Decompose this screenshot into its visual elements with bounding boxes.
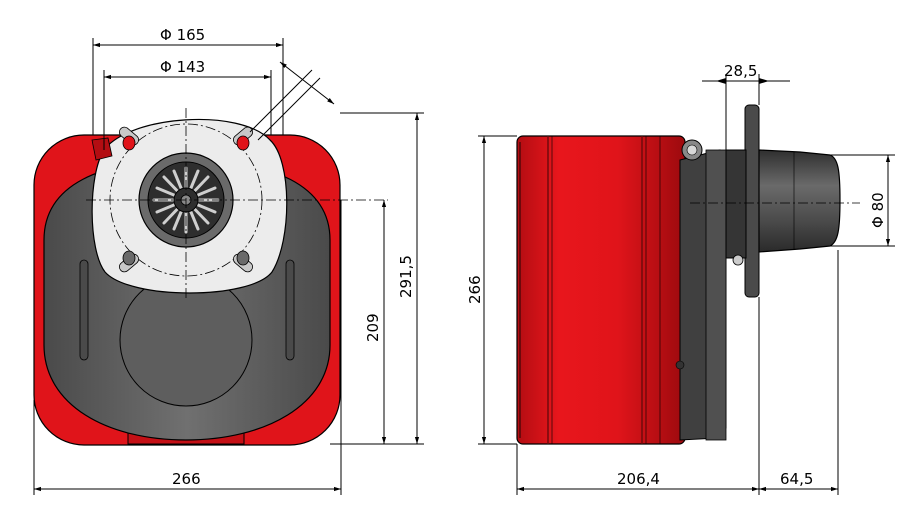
dim-front-width: 266 bbox=[172, 470, 201, 488]
dim-front-height-total: 291,5 bbox=[397, 255, 415, 298]
dim-front-dia-inner: Φ 143 bbox=[160, 58, 205, 76]
dim-side-tube-dia: Φ 80 bbox=[869, 192, 887, 228]
front-view bbox=[33, 108, 388, 446]
side-blast-tube bbox=[758, 149, 841, 253]
dim-side-height: 266 bbox=[466, 275, 484, 304]
front-slot-left bbox=[79, 259, 89, 361]
front-bolt-slots bbox=[119, 126, 253, 273]
front-slot-right bbox=[285, 259, 295, 361]
dim-side-length-tube: 64,5 bbox=[780, 470, 813, 488]
front-dimensions: Φ 165 Φ 143 266 291,5 209 bbox=[33, 26, 424, 495]
dim-side-flange-thickness: 28,5 bbox=[724, 62, 757, 80]
side-view bbox=[516, 104, 860, 445]
dim-front-height-center: 209 bbox=[364, 313, 382, 342]
side-dimensions: 266 206,4 64,5 28,5 Φ 80 bbox=[466, 62, 895, 495]
dim-side-length-body: 206,4 bbox=[617, 470, 660, 488]
side-flange bbox=[744, 104, 760, 298]
dim-front-dia-outer: Φ 165 bbox=[160, 26, 205, 44]
